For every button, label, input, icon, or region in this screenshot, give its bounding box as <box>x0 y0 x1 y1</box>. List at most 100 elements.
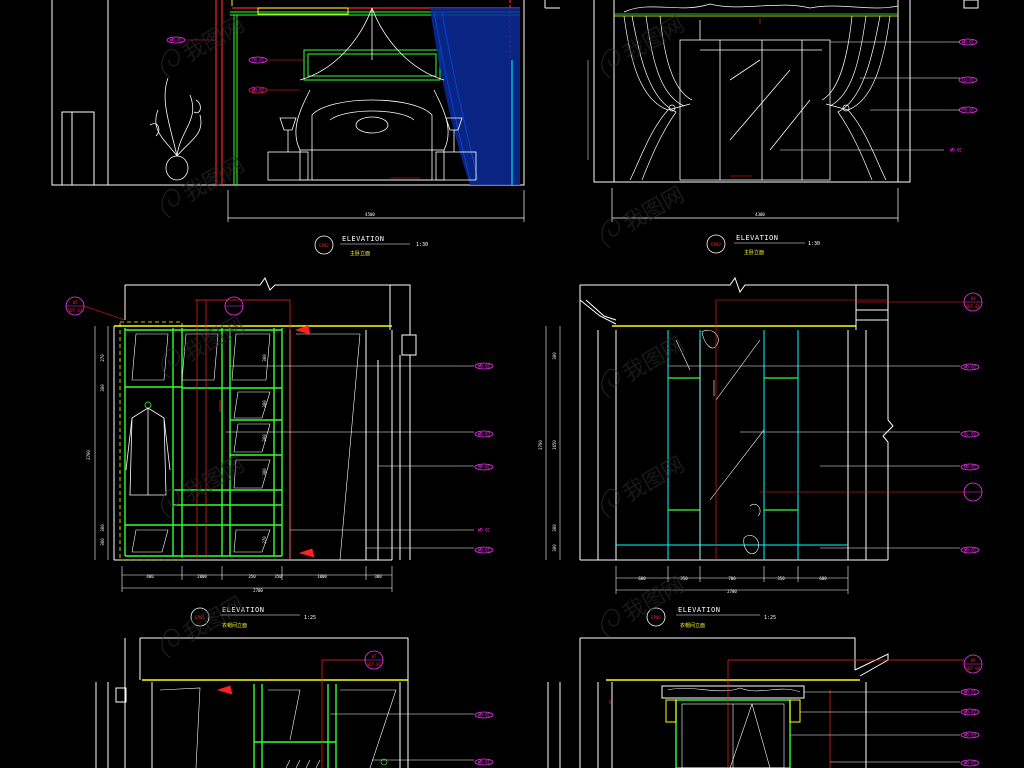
ep02-dim-width: 4500 <box>365 212 375 217</box>
ep02-callouts: WD-01 FB-01 WD-02 <box>166 36 420 179</box>
ep05-side-dim-1: 270 <box>100 354 105 362</box>
ep05-inner-dim-4: 300 <box>262 468 267 476</box>
ep05-dashed-cabinet <box>119 321 183 561</box>
watermark-text: 我图网 <box>179 452 249 507</box>
ep06-label-2: GL-01 <box>964 432 977 437</box>
elevation-ep02: 4500 WD-01 FB-01 WD-02 EP02 ELEVATION 主卧… <box>51 0 525 257</box>
ep03-dim-width: 4300 <box>755 212 765 217</box>
ep06-title-block: EP06 ELEVATION 衣帽间立面 1:25 <box>646 606 776 629</box>
br-label-4: WD-01 <box>964 761 977 766</box>
bl-callouts: WD-01 WD-01 <box>330 711 494 766</box>
ep03-cornice <box>614 3 899 17</box>
ep05-dim-height: 2700 <box>86 450 91 460</box>
ep06-tag: EP06 <box>651 615 661 620</box>
watermark-logo: 我图网 <box>161 12 249 78</box>
watermark-text: 我图网 <box>619 452 689 507</box>
ep03-frame <box>544 0 979 183</box>
ep05-label-5: WD-01 <box>478 548 491 553</box>
ep02-tag: EP02 <box>319 243 329 248</box>
ep03-label-3: FB-01 <box>962 108 975 113</box>
ep05-title: ELEVATION <box>222 606 264 614</box>
ep02-title: ELEVATION <box>342 235 384 243</box>
ep06-dim-height: 2700 <box>538 440 543 450</box>
ep05-side-dims <box>94 326 109 560</box>
ep05-bottom-dims <box>121 566 393 592</box>
bl-label-2: WD-01 <box>478 760 491 765</box>
br-section-num: 09 <box>971 658 976 663</box>
ep06-label-1: WD-02 <box>964 365 977 370</box>
ep03-curtains <box>623 15 891 181</box>
ep05-side-dim-2: 300 <box>100 384 105 392</box>
ep06-dim-4: 350 <box>777 576 785 581</box>
watermark-text: 我图网 <box>179 592 249 647</box>
bl-frame <box>95 637 409 768</box>
br-label-3: WD-03 <box>964 733 977 738</box>
ep05-side-dim-4: 300 <box>100 538 105 546</box>
elevation-ep05: 05 SDT-03 2700 270 300 300 300 300 300 3… <box>65 276 494 629</box>
ep05-tag: EP05 <box>195 615 205 620</box>
watermark-logo: 我图网 <box>601 12 689 78</box>
ep06-scale: 1:25 <box>764 615 776 621</box>
ep02-curtain-blue <box>430 8 520 185</box>
ep03-tag: EP03 <box>711 242 721 247</box>
bl-shelving-green <box>253 684 337 768</box>
bl-sketches <box>159 687 397 768</box>
br-door <box>661 685 805 768</box>
watermark-text: 我图网 <box>179 312 249 367</box>
bl-red-lines <box>216 659 366 768</box>
ep06-side-dim-3: 300 <box>552 524 557 532</box>
ep06-label-3: MP-01 <box>964 465 977 470</box>
ep02-label-1: WD-01 <box>170 38 183 43</box>
br-section-tag: 09 SDT-04 <box>963 654 983 674</box>
ep06-side-dim-4: 300 <box>552 544 557 552</box>
ep05-dim-2: 2000 <box>197 574 207 579</box>
ep06-subtitle: 衣帽间立面 <box>680 622 705 629</box>
watermark-logo: 我图网 <box>161 452 249 518</box>
ep02-subtitle: 主卧立面 <box>350 250 370 257</box>
br-red-lines <box>609 659 964 768</box>
ep05-label-2: WD-03 <box>478 432 491 437</box>
ep06-side-dims <box>545 326 561 560</box>
ep05-dim-3: 350 <box>248 574 256 579</box>
ep03-dimension <box>611 188 899 222</box>
ep05-callouts: WD-02 WD-03 MP-01 WD-01 WD-01 <box>226 362 494 554</box>
ep05-dim-1: 400 <box>146 574 154 579</box>
ep05-dim-total: 2700 <box>253 588 263 593</box>
ep05-label-4: WD-01 <box>478 528 491 533</box>
ep03-label-1: WD-01 <box>962 40 975 45</box>
ep06-dim-total: 2700 <box>727 589 737 594</box>
ep02-scale: 1:30 <box>416 242 428 248</box>
bl-section-num: 07 <box>372 654 377 659</box>
watermark-text: 我图网 <box>179 152 249 207</box>
ep06-shelves-green <box>668 377 798 511</box>
ep06-dim-1: 600 <box>638 576 646 581</box>
ep05-shelving <box>124 328 283 557</box>
bl-section-ref: SDT-02 <box>367 662 382 667</box>
ep03-subtitle: 主卧立面 <box>744 249 764 256</box>
ep05-red-markers <box>195 299 315 560</box>
ep02-canopy-bed <box>267 7 477 181</box>
ep02-plant <box>149 77 202 181</box>
watermark-logo: 我图网 <box>161 152 249 218</box>
bl-label-1: WD-01 <box>478 713 491 718</box>
ep06-mirror <box>675 329 765 560</box>
ep05-inner-dim-5: 270 <box>262 536 267 544</box>
elevation-bottom-left: 07 SDT-02 WD-01 WD-01 <box>95 637 494 768</box>
ep05-subtitle: 衣帽间立面 <box>222 622 247 629</box>
ep03-callouts: WD-01 CU-01 FB-01 WD-01 <box>587 18 978 177</box>
ep05-inner-dim-3: 300 <box>262 434 267 442</box>
br-label-1: WD-01 <box>964 690 977 695</box>
ep05-label-3: MP-01 <box>478 465 491 470</box>
ep05-coat <box>125 401 171 496</box>
ep05-section-tag: 05 SDT-03 <box>65 296 244 321</box>
ep05-scale: 1:25 <box>304 615 316 621</box>
ep05-inner-dim-1: 300 <box>262 354 267 362</box>
ep06-dim-2: 350 <box>680 576 688 581</box>
ep03-window <box>679 20 831 181</box>
ep06-bottom-dims <box>615 566 849 594</box>
bl-section-tag: 07 SDT-02 <box>364 650 384 670</box>
ep05-inner-dim-2: 300 <box>262 400 267 408</box>
ep06-frame <box>579 276 894 561</box>
ep02-yellow-molding <box>231 0 349 15</box>
